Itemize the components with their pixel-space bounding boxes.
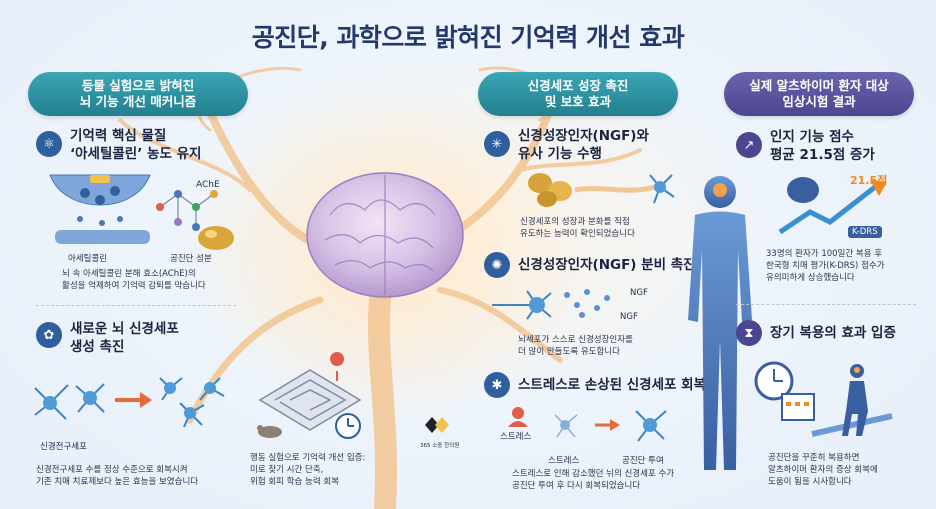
ngf-neuron-illustration bbox=[528, 173, 675, 207]
neuron-growth-icon: ✳ bbox=[484, 131, 510, 157]
page-title: 공진단, 과학으로 밝혀진 기억력 개선 효과 bbox=[251, 23, 685, 52]
right-sec2-title: 장기 복용의 효과 입증 bbox=[770, 325, 896, 341]
right-header-line1: 실제 알츠하이머 환자 대상 bbox=[749, 78, 889, 93]
label-stress: 스트레스 bbox=[548, 456, 580, 466]
synapse-illustration bbox=[49, 174, 151, 244]
kdrs-badge: K-DRS bbox=[848, 226, 882, 238]
hourglass-icon: ⧗ bbox=[736, 320, 762, 346]
gongjindan-pill-image bbox=[198, 226, 234, 250]
molecule-structure bbox=[156, 190, 218, 231]
label-treatment: 공진단 투여 bbox=[622, 456, 664, 466]
molecule-icon: ⚛ bbox=[36, 131, 62, 157]
middle-header-line1: 신경세포 성장 촉진 bbox=[527, 78, 629, 93]
right-header-pill: 실제 알츠하이머 환자 대상 임상시험 결과 bbox=[724, 72, 914, 116]
maze-illustration bbox=[257, 352, 362, 439]
clinic-logo-text: 365 소중 한의원 bbox=[420, 443, 460, 449]
middle-sec2-desc: 뇌세포가 스스로 신경성장인자를 더 많이 만들도록 유도합니다 bbox=[518, 335, 633, 357]
right-sec1-title: 인지 기능 점수 평균 21.5점 증가 bbox=[770, 129, 875, 163]
chart-growth-icon: ↗ bbox=[736, 132, 762, 158]
middle-header-pill: 신경세포 성장 촉진 및 보호 효과 bbox=[478, 72, 678, 116]
clinic-logo bbox=[425, 417, 449, 433]
middle-sec2-title: 신경성장인자(NGF) 분비 촉진 bbox=[518, 257, 696, 273]
label-ache: AChE bbox=[196, 180, 220, 190]
ngf-label-1: NGF bbox=[630, 288, 648, 298]
left-sec2-title: 새로운 뇌 신경세포 생성 촉진 bbox=[70, 321, 179, 355]
right-sec1-desc: 33명의 환자가 100일간 복용 후 한국형 치매 평가(K-DRS) 점수가… bbox=[766, 249, 885, 283]
long-term-illustration bbox=[754, 361, 893, 437]
neuron-recovery-icon: ✱ bbox=[484, 372, 510, 398]
human-silhouette bbox=[688, 176, 752, 470]
right-header-line2: 임상시험 결과 bbox=[782, 94, 856, 109]
ngf-secretion-illustration bbox=[492, 289, 610, 320]
ngf-secretion-icon: ✺ bbox=[484, 252, 510, 278]
label-stress-icon: 스트레스 bbox=[500, 432, 532, 442]
middle-header-line2: 및 보호 효과 bbox=[544, 94, 612, 109]
ngf-label-2: NGF bbox=[620, 312, 638, 322]
middle-sec1-title: 신경성장인자(NGF)와 유사 기능 수행 bbox=[518, 128, 649, 162]
middle-sec3-title: 스트레스로 손상된 신경세포 회복 bbox=[518, 377, 706, 393]
left-header-line2: 뇌 기능 개선 매커니즘 bbox=[79, 94, 197, 109]
label-neural-progenitor: 신경전구세포 bbox=[40, 442, 87, 452]
middle-sec1-desc: 신경세포의 성장과 분화를 직접 유도하는 능력이 확인되었습니다 bbox=[520, 217, 635, 239]
label-gongjindan-ingredient: 공진단 성분 bbox=[170, 254, 212, 264]
left-sec2-desc: 신경전구세포 수를 정상 수준으로 회복시켜 기존 치매 치료제보다 높은 효능… bbox=[36, 465, 199, 487]
middle-sec3-desc: 스트레스로 인해 감소했던 뉘의 신경세포 수가 공진단 투여 후 다시 회복되… bbox=[512, 469, 675, 491]
left-header-line1: 동물 실험으로 밝혀진 bbox=[81, 78, 195, 93]
right-divider bbox=[736, 304, 916, 305]
neuron-recovery-illustration bbox=[554, 410, 667, 442]
left-sec1-desc: 뇌 속 아세틸콜린 분해 효소(AChE)의 활성을 억제하여 기억력 감퇴를 … bbox=[62, 269, 206, 291]
left-divider bbox=[36, 305, 236, 306]
maze-desc: 행동 실험으로 기억력 개선 입증: 미로 찾기 시간 단축, 위험 회피 학습… bbox=[250, 453, 366, 487]
right-sec2-desc: 공진단을 꾸준히 복용하면 알츠하이머 환자의 증상 회복에 도움이 됨을 시사… bbox=[768, 453, 878, 487]
label-acetylcholine: 아세틸콜린 bbox=[68, 254, 108, 264]
score-value: 21.5점 bbox=[850, 174, 888, 187]
left-header-pill: 동물 실험으로 밝혀진 뇌 기능 개선 매커니즘 bbox=[28, 72, 248, 116]
stress-icon bbox=[508, 407, 528, 427]
left-sec1-title: 기억력 핵심 물질 ‘아세틸콜린’ 농도 유지 bbox=[70, 128, 202, 162]
neural-progenitor-illustration bbox=[34, 377, 225, 428]
brain-icon: ✿ bbox=[36, 322, 62, 348]
score-increase-illustration bbox=[778, 177, 887, 235]
